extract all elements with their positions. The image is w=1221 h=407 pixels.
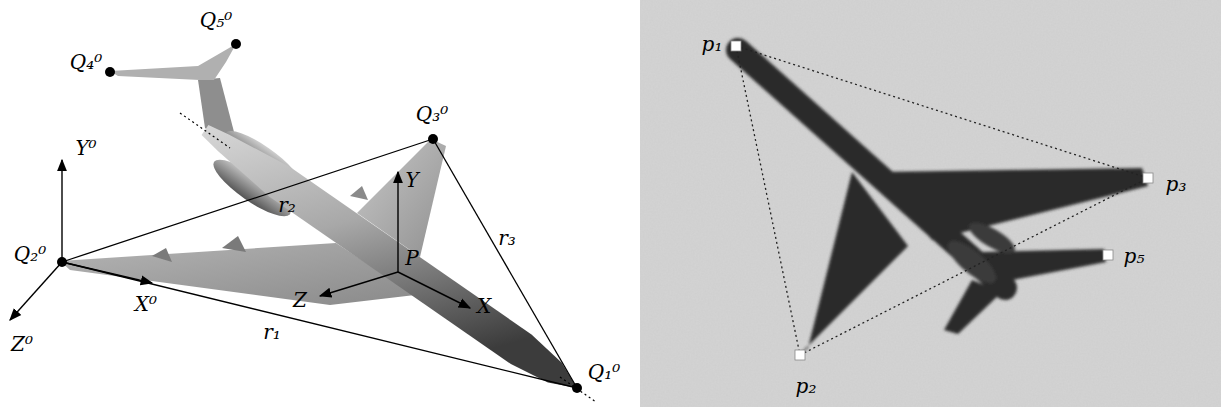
distance-label: r₁: [263, 322, 281, 342]
axis-label: Y: [405, 170, 418, 190]
point-label: Q₅⁰: [200, 10, 232, 30]
image-point-label: p₁: [702, 34, 723, 54]
point-marker: [231, 39, 241, 49]
distance-line: [62, 262, 577, 388]
fuselage: [202, 125, 577, 388]
dotted-line: [736, 46, 800, 355]
axis-arrow: [398, 272, 470, 308]
body-axis: [180, 113, 230, 148]
axis-arrow: [62, 262, 152, 283]
point-marker: [57, 257, 67, 267]
axis-arrow: [397, 172, 398, 272]
point-label: Q₁⁰: [588, 362, 620, 382]
axis-label: Z⁰: [11, 334, 33, 354]
point-label: Q₂⁰: [14, 244, 46, 264]
axis-label: Y⁰: [75, 138, 96, 158]
axis-label: X: [477, 296, 491, 316]
photo: [640, 0, 1221, 407]
point-label: Q₃⁰: [416, 104, 448, 124]
axis-arrow: [61, 160, 62, 262]
image-point: [795, 350, 805, 360]
point-label: Q₄⁰: [70, 52, 102, 72]
image-point-label: p₃: [1166, 174, 1187, 194]
point-marker: [572, 383, 582, 393]
point-marker: [105, 67, 115, 77]
airplane-model: [60, 44, 577, 388]
photo-ground: [640, 0, 1221, 407]
distance-line: [433, 139, 577, 388]
distance-label: r₂: [278, 195, 296, 215]
axis-arrow: [10, 262, 62, 320]
dotted-line: [736, 46, 1148, 178]
photo-noise: [640, 0, 1221, 407]
axis-label: X⁰: [135, 294, 157, 314]
wing-fence: [152, 248, 172, 262]
image-point: [1143, 173, 1153, 183]
image-point: [1103, 250, 1113, 260]
image-point: [731, 41, 741, 51]
dotted-line: [800, 178, 1148, 355]
distance-line: [62, 139, 433, 262]
wing-fence: [222, 236, 246, 252]
distance-label: r₃: [498, 228, 516, 248]
airplane-silhouette: [738, 50, 1148, 358]
point-marker: [428, 134, 438, 144]
axis-arrow: [320, 272, 398, 296]
image-point-label: p₂: [796, 376, 817, 396]
image-point-label: p₅: [1124, 246, 1145, 266]
wing-fence: [350, 186, 368, 200]
origin-label: P: [405, 248, 418, 268]
axis-label: Z: [293, 290, 307, 310]
horizontal-stabilizer: [110, 44, 236, 80]
